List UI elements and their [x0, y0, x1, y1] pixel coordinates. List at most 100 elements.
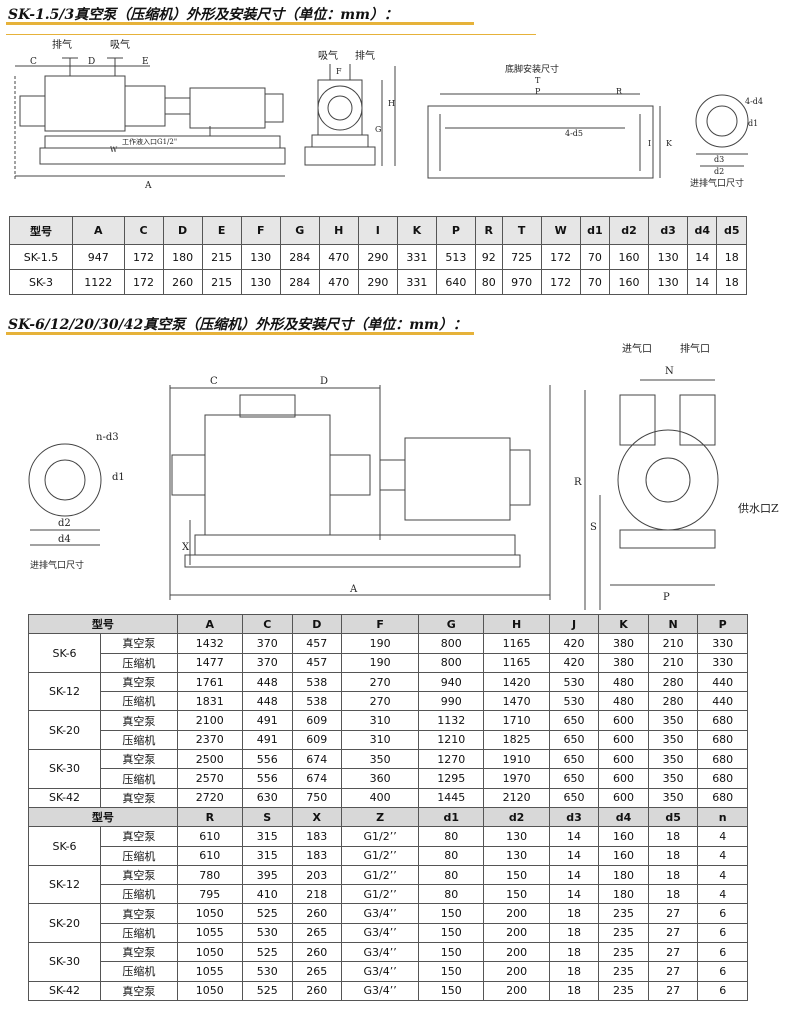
table-cell: 525	[241, 903, 293, 924]
table-cell: 350	[647, 729, 699, 751]
table-cell: 2500	[176, 749, 243, 770]
table-header-cell: R	[176, 806, 243, 828]
table-cell: 210	[647, 652, 699, 673]
type-cell: 真空泵	[100, 864, 178, 886]
table-cell: 70	[579, 269, 611, 295]
table-cell: 150	[418, 922, 485, 944]
table-cell: 218	[291, 884, 343, 905]
table-cell: 6	[697, 903, 748, 924]
table-cell: 6	[697, 942, 748, 963]
table-header-cell: d3	[548, 806, 600, 828]
table-cell: 14	[548, 884, 600, 905]
table-cell: 600	[598, 749, 649, 770]
table-cell: 331	[396, 269, 437, 295]
table-cell: 800	[418, 652, 485, 673]
table-cell: 1165	[483, 652, 550, 673]
table-cell: 640	[435, 269, 476, 295]
table-cell: 1050	[176, 942, 243, 963]
table-cell: 1445	[418, 787, 485, 808]
table-cell: 609	[291, 729, 343, 751]
table-cell: 440	[697, 671, 748, 693]
table-header-cell: d1	[418, 806, 485, 828]
table-cell: 130	[240, 244, 281, 270]
table-header-cell: d4	[687, 216, 718, 245]
table-header-cell: F	[240, 216, 281, 245]
sk1-port-label-d2: d2	[714, 167, 724, 176]
table-cell: 650	[548, 729, 600, 751]
model-cell: SK-30	[27, 942, 102, 982]
table-cell: 27	[647, 903, 699, 924]
table-cell: 350	[647, 787, 699, 808]
table-cell: 650	[548, 749, 600, 770]
table-cell: 1477	[176, 652, 243, 673]
table-cell: 183	[291, 845, 343, 866]
section1-title: SK-1.5/3真空泵（压缩机）外形及安装尺寸（单位：mm）：	[8, 7, 398, 23]
table-cell: 27	[647, 922, 699, 944]
type-cell: 压缩机	[100, 729, 178, 751]
table-cell: 150	[483, 864, 550, 886]
table-cell: G3/4’’	[341, 961, 420, 982]
table-cell: 130	[648, 269, 689, 295]
table-cell: 160	[598, 826, 649, 847]
table-cell: G3/4’’	[341, 903, 420, 924]
table-cell: 27	[647, 942, 699, 963]
table-cell: 172	[540, 244, 581, 270]
sk1-foot-label-R: R	[616, 87, 623, 96]
table-cell: 1420	[483, 671, 550, 693]
table-cell: 420	[548, 633, 600, 654]
table-cell: 280	[647, 691, 699, 712]
table-cell: 160	[609, 269, 650, 295]
table-cell: 92	[474, 244, 503, 270]
sk2-drawings: n-d3 d1 d2 d4 进排气口尺寸 C D X A 进气口 排气口 N R	[28, 342, 779, 610]
sk2-label-outlet: 排气口	[680, 342, 710, 355]
table-cell: 380	[598, 633, 649, 654]
sk2-label-S: S	[590, 522, 597, 533]
table-header-cell: D	[162, 216, 203, 245]
section2-title-rule	[6, 332, 474, 335]
sk1-foot-label-I: I	[648, 139, 651, 148]
table-cell: 350	[647, 749, 699, 770]
table-cell: 750	[291, 787, 343, 808]
table-cell: 970	[501, 269, 542, 295]
table-header-cell: K	[396, 216, 437, 245]
sk1-label-E: E	[142, 57, 149, 67]
table-cell: 795	[176, 884, 243, 905]
table-cell: SK-1.5	[8, 244, 74, 270]
type-cell: 压缩机	[100, 961, 178, 982]
table-cell: 1470	[483, 691, 550, 712]
table-cell: 18	[716, 244, 747, 270]
table-cell: 290	[357, 244, 398, 270]
table-cell: G1/2’’	[341, 826, 420, 847]
table-cell: 600	[598, 787, 649, 808]
table-cell: 235	[598, 922, 649, 944]
table-cell: 27	[647, 961, 699, 982]
table-cell: 2120	[483, 787, 550, 808]
table-cell: 609	[291, 710, 343, 731]
table-cell: 725	[501, 244, 542, 270]
table-cell: 525	[241, 980, 293, 1001]
sk1-port-label-d1: d1	[748, 119, 758, 128]
table-cell: 14	[548, 845, 600, 866]
table-cell: 1055	[176, 922, 243, 944]
table-cell: G1/2’’	[341, 884, 420, 905]
table-cell: 200	[483, 942, 550, 963]
table-header-cell: A	[176, 613, 243, 635]
section2-title: SK-6/12/20/30/42真空泵（压缩机）外形及安装尺寸（单位：mm）：	[8, 317, 467, 333]
sk2-label-N: N	[665, 366, 674, 377]
table-cell: 315	[241, 826, 293, 847]
table-cell: 610	[176, 826, 243, 847]
table-cell: 18	[548, 942, 600, 963]
sk2-label-C: C	[210, 376, 218, 387]
sk1-port-label-d4: 4-d4	[745, 97, 763, 106]
table-cell: 270	[341, 671, 420, 693]
table-cell: 235	[598, 961, 649, 982]
table-cell: 235	[598, 980, 649, 1001]
table-cell: G1/2’’	[341, 864, 420, 886]
table-cell: 6	[697, 922, 748, 944]
